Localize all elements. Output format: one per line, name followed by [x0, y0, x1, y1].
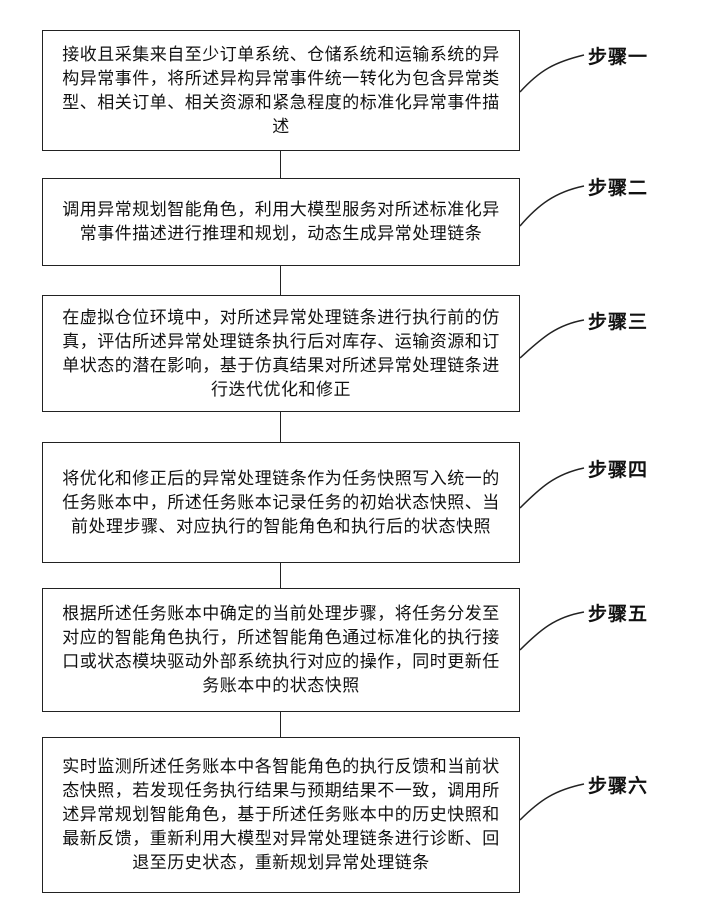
- step-3-text: 在虚拟仓位环境中，对所述异常处理链条进行执行前的仿真，评估所述异常处理链条执行后…: [57, 306, 505, 402]
- connector-5-6: [280, 712, 281, 737]
- leader-line-2: [520, 186, 584, 226]
- connector-1-2: [280, 151, 281, 178]
- step-3-box: 在虚拟仓位环境中，对所述异常处理链条进行执行前的仿真，评估所述异常处理链条执行后…: [42, 295, 520, 412]
- step-1-box: 接收且采集来自至少订单系统、仓储系统和运输系统的异构异常事件，将所述异构异常事件…: [42, 30, 520, 151]
- leader-line-3: [520, 320, 584, 358]
- step-5-box: 根据所述任务账本中确定的当前处理步骤，将任务分发至对应的智能角色执行，所述智能角…: [42, 588, 520, 712]
- step-6-label: 步骤六: [588, 771, 648, 798]
- step-5-label: 步骤五: [588, 599, 648, 626]
- step-4-box: 将优化和修正后的异常处理链条作为任务快照写入统一的任务账本中，所述任务账本记录任…: [42, 442, 520, 563]
- step-5-text: 根据所述任务账本中确定的当前处理步骤，将任务分发至对应的智能角色执行，所述智能角…: [57, 602, 505, 698]
- leader-line-1: [520, 55, 584, 92]
- step-1-text: 接收且采集来自至少订单系统、仓储系统和运输系统的异构异常事件，将所述异构异常事件…: [57, 43, 505, 139]
- leader-line-4: [520, 468, 584, 508]
- step-6-box: 实时监测所述任务账本中各智能角色的执行反馈和当前状态快照，若发现任务执行结果与预…: [42, 737, 520, 893]
- step-2-text: 调用异常规划智能角色，利用大模型服务对所述标准化异常事件描述进行推理和规划，动态…: [57, 198, 505, 246]
- step-6-text: 实时监测所述任务账本中各智能角色的执行反馈和当前状态快照，若发现任务执行结果与预…: [57, 755, 505, 875]
- leader-line-6: [520, 784, 584, 820]
- step-4-text: 将优化和修正后的异常处理链条作为任务快照写入统一的任务账本中，所述任务账本记录任…: [57, 467, 505, 539]
- leader-line-5: [520, 612, 584, 650]
- step-1-label: 步骤一: [588, 42, 648, 69]
- connector-2-3: [280, 266, 281, 295]
- step-2-label: 步骤二: [588, 173, 648, 200]
- connector-4-5: [280, 563, 281, 588]
- connector-3-4: [280, 412, 281, 442]
- step-3-label: 步骤三: [588, 307, 648, 334]
- step-4-label: 步骤四: [588, 455, 648, 482]
- step-2-box: 调用异常规划智能角色，利用大模型服务对所述标准化异常事件描述进行推理和规划，动态…: [42, 178, 520, 266]
